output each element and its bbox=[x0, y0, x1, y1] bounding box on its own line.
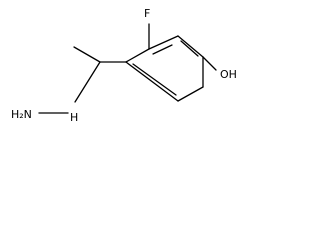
ring-double-bond-inner-2 bbox=[132, 63, 177, 96]
ring-bond-c3-c4 bbox=[177, 35, 204, 58]
benzene-ring bbox=[125, 35, 204, 102]
ring-double-bond-inner-3 bbox=[152, 44, 173, 55]
bond-to-hydroxyl bbox=[202, 56, 217, 71]
bond-ch-to-nh bbox=[74, 61, 101, 103]
ring-bond-c2-c3 bbox=[148, 35, 179, 50]
ring-double-bond-inner-1 bbox=[180, 40, 199, 57]
hydroxyl-label: OH bbox=[220, 68, 237, 81]
bond-ch-to-methyl bbox=[73, 46, 101, 63]
fluorine-label: F bbox=[144, 7, 150, 20]
amine-label: H₂N bbox=[11, 108, 32, 121]
hydrazine-nh-label: H bbox=[70, 111, 78, 123]
ring-bond-c5-c6 bbox=[177, 86, 204, 102]
ring-bond-c6-c1 bbox=[125, 61, 179, 102]
chemical-structure-diagram: F OH H H₂N bbox=[11, 7, 237, 123]
ring-bond-c1-c2 bbox=[125, 48, 150, 63]
